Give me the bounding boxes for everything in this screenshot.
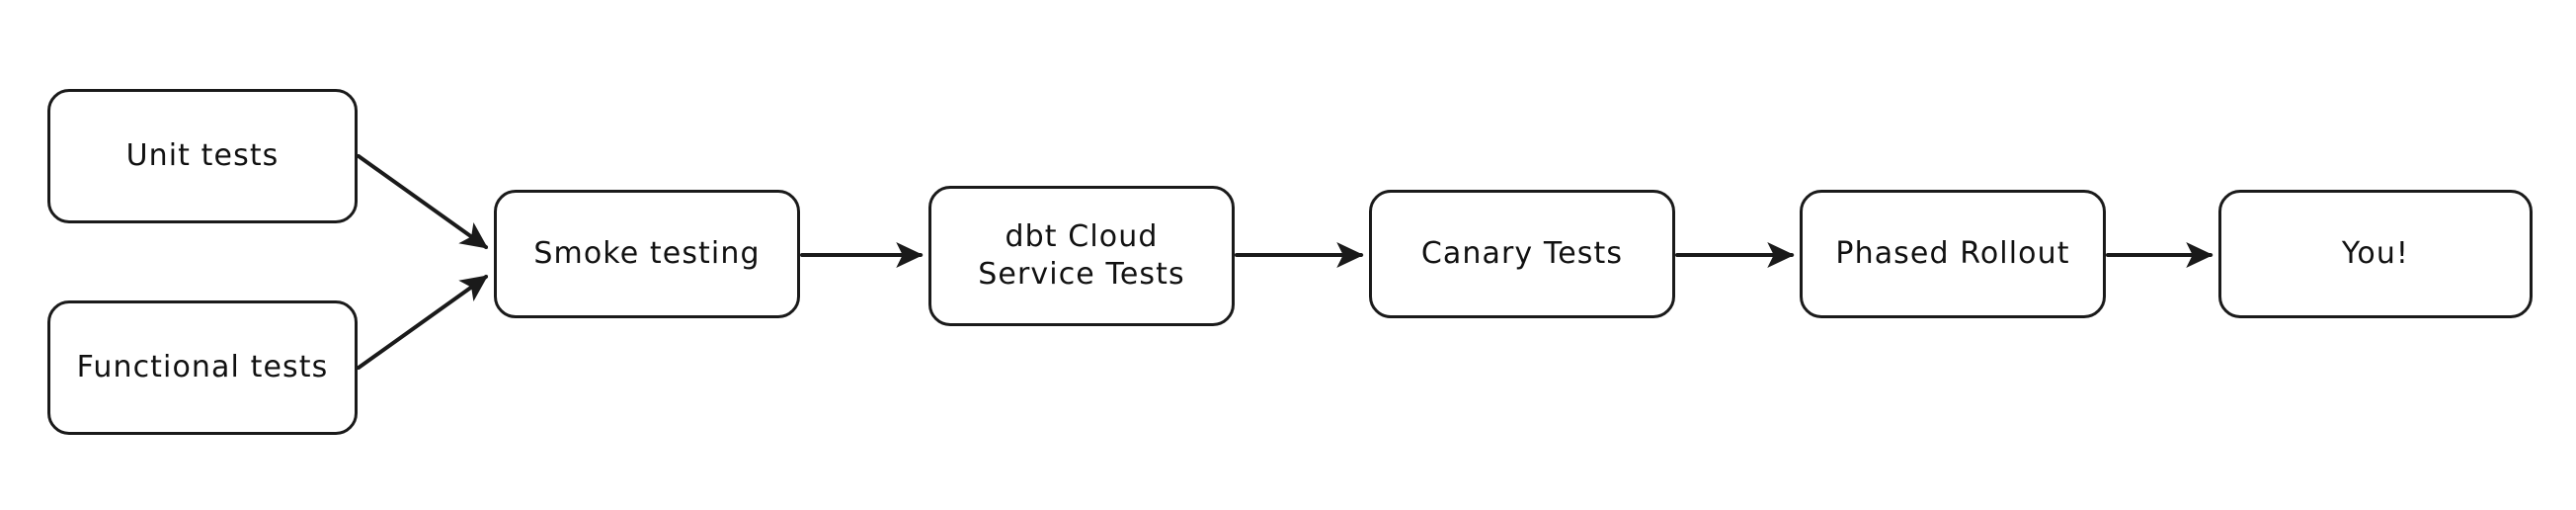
node-unit-tests[interactable]: Unit tests <box>47 89 358 223</box>
node-smoke-testing[interactable]: Smoke testing <box>494 190 800 318</box>
edge-functional-to-smoke <box>357 275 489 370</box>
node-you-label: You! <box>2341 235 2410 271</box>
node-smoke-testing-label: Smoke testing <box>533 235 761 271</box>
node-you[interactable]: You! <box>2218 190 2533 318</box>
node-phased-rollout[interactable]: Phased Rollout <box>1800 190 2106 318</box>
edge-unit-to-smoke <box>357 154 489 249</box>
node-functional-tests-label: Functional tests <box>76 349 329 384</box>
node-canary-tests[interactable]: Canary Tests <box>1369 190 1675 318</box>
node-functional-tests[interactable]: Functional tests <box>47 300 358 435</box>
node-dbt-cloud-service-tests-label: dbt Cloud Service Tests <box>978 218 1185 292</box>
node-canary-tests-label: Canary Tests <box>1420 235 1624 271</box>
node-phased-rollout-label: Phased Rollout <box>1835 235 2070 271</box>
node-dbt-cloud-service-tests[interactable]: dbt Cloud Service Tests <box>928 186 1235 326</box>
node-unit-tests-label: Unit tests <box>125 137 280 173</box>
